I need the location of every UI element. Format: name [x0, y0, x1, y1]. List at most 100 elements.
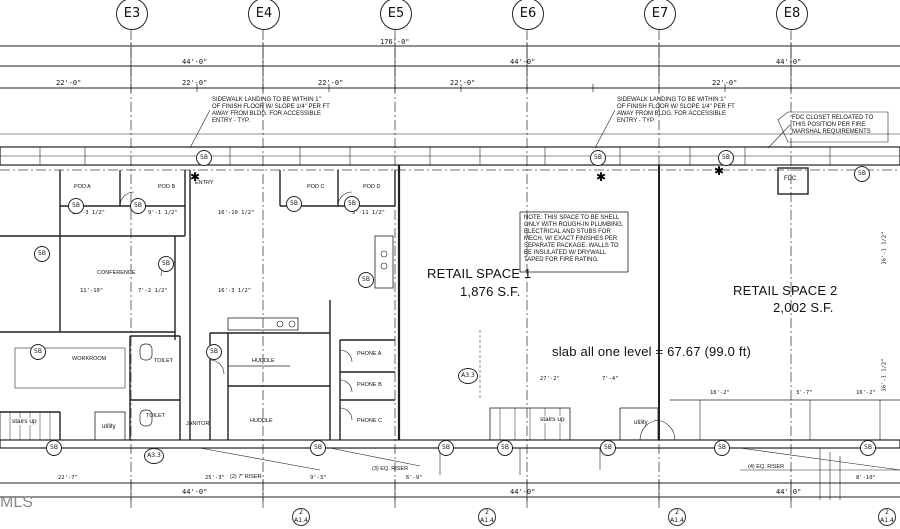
interior-dim: 16'-1 1/2" [881, 358, 888, 392]
room-huddle-2: HUDDLE [250, 418, 273, 424]
interior-dim: 9'-1 1/2" [148, 210, 178, 216]
section-ref-num: 2 [485, 509, 489, 516]
grid-head-e7: E7 [644, 0, 676, 30]
grid-head-e3: E3 [116, 0, 148, 30]
wall-tag: 5B [344, 196, 360, 212]
interior-dim: 3'-7" [796, 390, 813, 396]
interior-dim: 16'-3 1/2" [218, 288, 252, 294]
interior-dim: 7'-2 1/2" [138, 288, 168, 294]
section-ref-num: 2 [885, 509, 889, 516]
room-phone-c: PHONE C [357, 418, 383, 424]
bottom-small-dim: 9'-3" [310, 475, 327, 481]
bottom-bay-dim-1: 44'-0" [182, 488, 208, 496]
grid-head-e4: E4 [248, 0, 280, 30]
wall-tag: 5B [358, 272, 374, 288]
room-toilet-2: TOILET [146, 413, 166, 419]
wall-tag: 5B [590, 150, 606, 166]
mls-watermark: MLS [0, 494, 33, 511]
wall-tag: 5B [438, 440, 454, 456]
room-pod-b: POD B [158, 184, 176, 190]
interior-dim: 27'-2" [540, 376, 560, 382]
interior-dim: 16'-3 1/2" [72, 210, 106, 216]
wall-tag: 5B [497, 440, 513, 456]
section-tag: A3.3 [458, 368, 478, 384]
section-ref-sheet: A1.4 [294, 517, 308, 524]
room-conference: CONFERENCE [97, 270, 136, 276]
wall-tag: 5B [860, 440, 876, 456]
riser-note-1: (2) 7" RISER [230, 474, 262, 480]
interior-dim: 16'-1 1/2" [881, 231, 888, 265]
wall-tag: 5B [206, 344, 222, 360]
grid-head-e8: E8 [776, 0, 808, 30]
wall-tag: 5B [30, 344, 46, 360]
wall-tag: 5B [46, 440, 62, 456]
room-huddle-1: HUDDLE [252, 358, 275, 364]
section-ref-num: 2 [675, 509, 679, 516]
wall-tag: 5B [196, 150, 212, 166]
wall-tag: 5B [854, 166, 870, 182]
half-dim-5: 22'-0" [712, 79, 738, 87]
section-ref-sheet: A1.4 [670, 517, 684, 524]
bottom-small-dim: 22'-7" [58, 475, 78, 481]
section-ref-2: 2 A1.4 [478, 508, 496, 526]
wall-tag: 5B [600, 440, 616, 456]
fdc-note: FDC CLOSET RELOATED TO THIS POSITION PER… [792, 115, 874, 135]
svg-text:✱: ✱ [714, 164, 724, 178]
section-ref-1: 2 A1.4 [292, 508, 310, 526]
wall-tag: 5B [68, 198, 84, 214]
room-toilet-1: TOILET [154, 358, 174, 364]
section-ref-3: 2 A1.4 [668, 508, 686, 526]
wall-tag: 5B [158, 256, 174, 272]
overall-dimension: 176'-0" [380, 38, 410, 46]
interior-dim: 11'-10" [80, 288, 104, 294]
room-janitor: JANITOR [186, 421, 210, 427]
riser-note-2: (3) EQ. RISER [372, 466, 409, 472]
bottom-small-dim: 25'-3" [205, 475, 225, 481]
wall-tag: 5B [34, 246, 50, 262]
half-dim-2: 22'-0" [182, 79, 208, 87]
svg-text:✱: ✱ [190, 170, 200, 184]
retail-space-1-area: 1,876 S.F. [460, 284, 521, 299]
room-phone-a: PHONE A [357, 351, 382, 357]
wall-tag: 5B [130, 198, 146, 214]
section-ref-sheet: A1.4 [880, 517, 894, 524]
room-phone-b: PHONE B [357, 382, 382, 388]
half-dim-4: 22'-0" [450, 79, 476, 87]
retail-space-1-title: RETAIL SPACE 1 [427, 266, 532, 281]
svg-text:✱: ✱ [596, 170, 606, 184]
bay-dim-3: 44'-0" [776, 58, 802, 66]
wall-tag: 5B [714, 440, 730, 456]
wall-tag: 5B [286, 196, 302, 212]
room-workroom: WORKROOM [72, 356, 107, 362]
fdc-closet-label: FDC [784, 176, 797, 182]
section-ref-4: 2 A1.4 [878, 508, 896, 526]
interior-dim: 7'-4" [602, 376, 619, 382]
wall-tag: 5B [310, 440, 326, 456]
bottom-small-dim: 8'-10" [856, 475, 876, 481]
room-pod-d: POD D [363, 184, 381, 190]
room-pod-c: POD C [307, 184, 325, 190]
stairs-up-2: stairs up [540, 416, 565, 423]
section-ref-sheet: A1.4 [480, 517, 494, 524]
bay-dim-2: 44'-0" [510, 58, 536, 66]
retail-space-2-title: RETAIL SPACE 2 [733, 283, 838, 298]
interior-dim: 16'-10 1/2" [218, 210, 255, 216]
interior-dim: 16'-2" [856, 390, 876, 396]
bay-dim-1: 44'-0" [182, 58, 208, 66]
sidewalk-note-left: SIDEWALK LANDING TO BE WITHIN 1" OF FINI… [212, 97, 330, 124]
stairs-up-1: stairs up [12, 418, 37, 425]
utility-2: utility [634, 420, 648, 426]
room-pod-a: POD A [74, 184, 91, 190]
section-tag: A3.3 [144, 448, 164, 464]
riser-note-3: (4) EQ. RISER [748, 464, 785, 470]
interior-dim: 16'-2" [710, 390, 730, 396]
sidewalk-note-right: SIDEWALK LANDING TO BE WITHIN 1" OF FINI… [617, 97, 735, 124]
interior-dim: 5'-11 1/2" [352, 210, 386, 216]
wall-tag: 5B [718, 150, 734, 166]
section-ref-num: 2 [299, 509, 303, 516]
half-dim-3: 22'-0" [318, 79, 344, 87]
utility-1: utility [102, 424, 116, 430]
bottom-small-dim: 6'-9" [406, 475, 423, 481]
grid-head-e5: E5 [380, 0, 412, 30]
